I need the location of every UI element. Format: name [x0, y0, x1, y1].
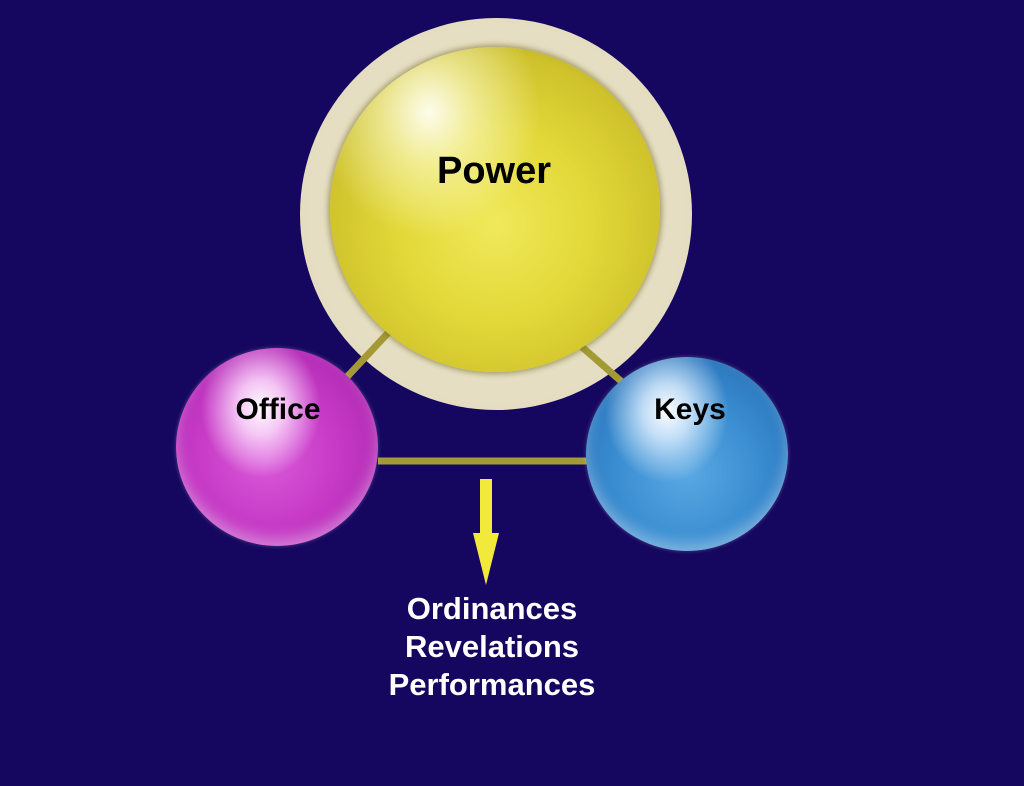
result-item-performances: Performances — [388, 667, 596, 702]
node-keys-label: Keys — [654, 393, 726, 426]
node-office-label: Office — [235, 393, 321, 426]
node-power-label: Power — [436, 150, 552, 192]
result-item-ordinances: Ordinances — [406, 591, 578, 626]
result-item-revelations: Revelations — [404, 629, 579, 664]
result-list: Ordinances Revelations Performances — [389, 590, 596, 704]
connector-power-keys — [579, 344, 625, 385]
connector-power-office — [343, 330, 391, 381]
node-power-sphere — [330, 47, 660, 372]
down-arrow-icon — [473, 479, 499, 585]
node-keys-sphere — [586, 357, 788, 551]
node-office-sphere — [176, 348, 378, 546]
